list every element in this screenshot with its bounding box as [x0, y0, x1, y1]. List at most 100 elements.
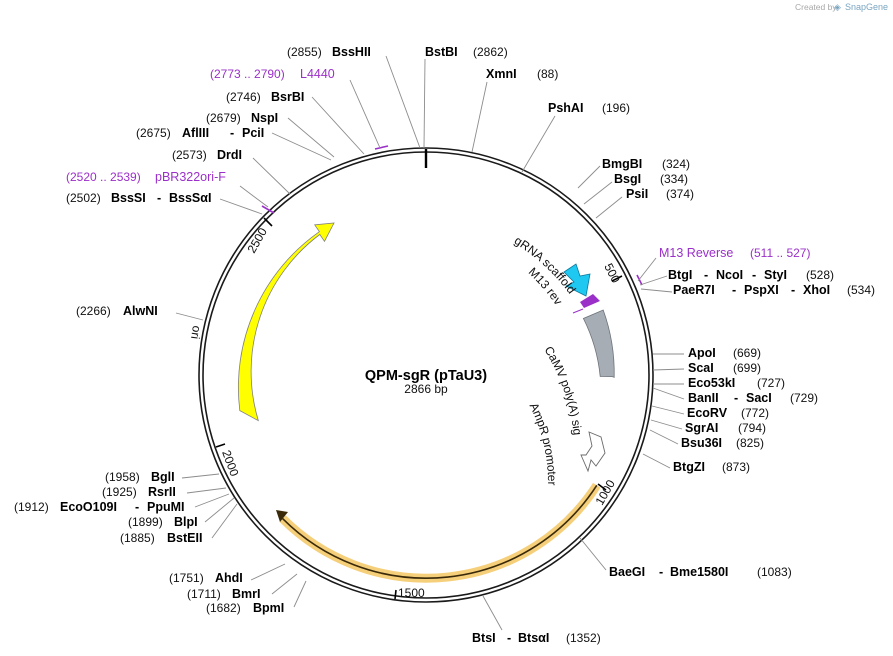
leader-banii — [652, 387, 685, 400]
leader-paer7i — [640, 288, 673, 293]
site-afliii: (2675)AflIII-PciI — [136, 126, 264, 140]
leader-ahdi — [250, 563, 286, 581]
leader-m13reverse — [637, 257, 657, 282]
site-ecorv: EcoRV(772) — [687, 406, 769, 420]
leader-bgli — [181, 473, 220, 479]
leader-btsi — [482, 595, 503, 631]
leader-baegi — [579, 537, 607, 571]
primer-l4440: (2773 .. 2790)L4440 — [210, 67, 335, 81]
site-bgli: (1958)BglI — [105, 470, 175, 484]
leader-l4440 — [349, 79, 381, 149]
site-scai: ScaI(699) — [688, 361, 761, 375]
leader-blpi — [204, 497, 235, 523]
site-ahdi: (1751)AhdI — [169, 571, 243, 585]
tick-label-1500: 1500 — [398, 586, 425, 600]
plasmid-name: QPM-sgR (pTaU3) — [365, 368, 487, 384]
leader-bsrbi — [311, 96, 365, 155]
l4440-site — [374, 145, 389, 150]
backbone-outer-ring — [198, 147, 654, 603]
site-xmni: XmnI(88) — [486, 67, 558, 81]
site-banii: BanII-SacI(729) — [688, 391, 818, 405]
ampr-promoter-label: AmpR promoter — [527, 400, 559, 485]
site-pshai: PshAI(196) — [548, 101, 630, 115]
leader-pbr322 — [239, 185, 269, 208]
ampr-cds-glow — [279, 482, 601, 583]
grna-arrow — [563, 263, 591, 297]
leader-afliii — [271, 132, 332, 161]
leader-bsu36i — [649, 429, 679, 445]
site-btgzi: BtgZI(873) — [673, 460, 750, 474]
tick-mark-500 — [611, 275, 623, 282]
snapgene-brand: SnapGene — [845, 2, 888, 12]
leader-psii — [595, 196, 623, 219]
site-bsteii: (1885)BstEII — [120, 531, 202, 545]
leader-bsgi — [583, 181, 613, 205]
polya-feature: CaMV poly(A) signal — [0, 0, 615, 436]
site-btsi: BtsI-BtsαI(1352) — [472, 631, 601, 645]
site-sgrai: SgrAI(794) — [685, 421, 766, 435]
leader-ecorv — [651, 405, 685, 415]
ori-label: ori — [188, 325, 204, 340]
site-bsgi: BsgI(334) — [614, 172, 688, 186]
polya-block — [582, 309, 615, 378]
tick-label-2500: 2500 — [244, 225, 270, 255]
leader-scai — [652, 368, 685, 371]
ori-feature: ori — [188, 222, 335, 422]
site-bstbi: BstBI(2862) — [425, 45, 508, 59]
site-drdi: (2573)DrdI — [172, 148, 242, 162]
site-bsssi: (2502)BssSI-BssSαI — [66, 191, 211, 205]
leader-bsteii — [211, 503, 238, 539]
polya-label: CaMV poly(A) signal — [0, 0, 585, 436]
site-bsshii: (2855)BssHII — [287, 45, 371, 59]
site-bmri: (1711)BmrI — [187, 587, 260, 601]
leader-nspi — [287, 117, 335, 158]
leader-eco0109i — [194, 493, 230, 508]
ampr-cds-arrowhead — [276, 510, 288, 522]
ampr-cds-feature — [276, 482, 601, 583]
leader-bmri — [271, 573, 298, 595]
m13-rev-primer — [580, 294, 600, 308]
leader-pshai — [521, 115, 556, 173]
leader-rsrii — [186, 487, 227, 494]
tick-mark-2000 — [215, 443, 226, 448]
tick-mark-2500 — [263, 217, 273, 227]
leader-lines — [175, 55, 685, 631]
site-baegi: BaeGI-Bme1580I(1083) — [609, 565, 792, 579]
ampr-promoter-feature: AmpR promoter — [527, 400, 606, 485]
leader-bmgbi — [577, 165, 601, 189]
site-alwni: (2266)AlwNI — [76, 304, 158, 318]
primer-sites — [261, 145, 643, 286]
leader-xmni — [471, 81, 488, 153]
tick-mark-1500 — [394, 589, 397, 600]
leader-sgrai — [650, 419, 683, 430]
site-bsrbi: (2746)BsrBI — [226, 90, 304, 104]
ori-arrow — [237, 222, 335, 422]
primer-m13-reverse: M13 Reverse(511 .. 527) — [659, 246, 810, 260]
site-paer7i: PaeR7I-PspXI-XhoI(534) — [673, 283, 875, 297]
plasmid-size: 2866 bp — [404, 382, 448, 396]
site-blpi: (1899)BlpI — [128, 515, 198, 529]
site-labels-right: (2855)BssHII BstBI(2862) XmnI(88) PshAI(… — [287, 45, 875, 645]
leader-bpmi — [293, 580, 307, 608]
site-rsrii: (1925)RsrII — [102, 485, 176, 499]
leader-alwni — [175, 312, 204, 321]
site-eco53ki: Eco53kI(727) — [688, 376, 785, 390]
tick-mark-1000 — [597, 483, 607, 491]
primer-pbr322ori-f: (2520 .. 2539)pBR322ori-F — [66, 170, 226, 184]
site-apoi: ApoI(669) — [688, 346, 761, 360]
site-labels-left: (1682)BpmI (1711)BmrI (1751)AhdI (1885)B… — [14, 67, 335, 615]
site-psii: PsiI(374) — [626, 187, 694, 201]
site-btgi: BtgI-NcoI-StyI(528) — [668, 268, 834, 282]
leader-bsshii — [385, 55, 421, 149]
site-eco0109i: (1912)EcoO109I-PpuMI — [14, 500, 185, 514]
m13-rev-tick — [572, 308, 584, 314]
credit-prefix: Created by — [795, 2, 837, 12]
ampr-promoter-arrow — [580, 431, 606, 473]
leader-drdi — [252, 157, 291, 195]
leader-bstbi — [423, 58, 426, 149]
pbr322-site — [261, 205, 275, 214]
site-bpmi: (1682)BpmI — [206, 601, 284, 615]
leader-bsssi — [219, 198, 263, 215]
site-nspi: (2679)NspI — [206, 111, 278, 125]
